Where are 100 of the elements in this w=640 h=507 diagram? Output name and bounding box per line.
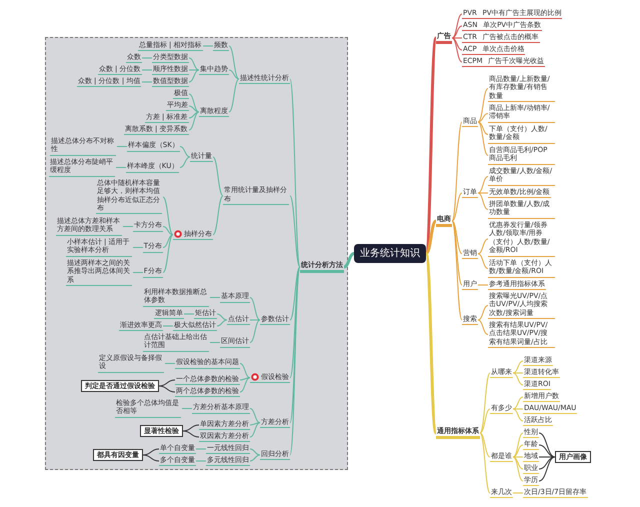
connector-line xyxy=(452,220,462,286)
connector-line xyxy=(478,284,488,286)
panel-background xyxy=(45,37,348,470)
connector-line xyxy=(122,226,134,227)
topic-node xyxy=(172,88,189,100)
topic-node xyxy=(490,488,513,498)
connector-line xyxy=(478,305,488,320)
connector-line xyxy=(480,408,490,434)
connector-line xyxy=(188,70,200,82)
connector-line xyxy=(478,320,488,335)
connector-line xyxy=(512,408,524,410)
connector-line xyxy=(538,456,556,458)
connector-line xyxy=(512,408,524,422)
topic-node xyxy=(488,321,554,348)
topic-node xyxy=(436,32,452,44)
topic-node xyxy=(488,292,554,320)
topic-node xyxy=(462,9,562,20)
topic-node xyxy=(206,444,250,454)
topic-node xyxy=(523,392,560,402)
topic-node xyxy=(152,76,189,88)
topic-node xyxy=(206,456,250,466)
topic-text: 业务统计知识 xyxy=(360,248,420,259)
topic-node xyxy=(174,374,240,386)
topic-node xyxy=(260,314,290,326)
topic-node xyxy=(523,464,539,474)
topic-node xyxy=(488,125,554,144)
topic-node xyxy=(198,432,250,442)
topic-node xyxy=(488,146,554,165)
summary-box xyxy=(92,448,143,462)
connector-line xyxy=(250,422,260,426)
main-branch-line xyxy=(424,253,438,434)
connector-line xyxy=(196,448,206,450)
topic-node xyxy=(158,444,196,454)
connector-line xyxy=(162,196,174,236)
topic-node xyxy=(192,403,250,414)
connector-line xyxy=(210,342,220,343)
connector-line xyxy=(478,253,488,269)
topic-node xyxy=(462,57,546,68)
topic-node xyxy=(436,215,452,228)
connector-line xyxy=(250,422,260,438)
topic-node xyxy=(132,221,163,232)
connector-line xyxy=(188,112,200,118)
topic-node xyxy=(462,315,478,326)
connector-line xyxy=(240,363,250,378)
connector-line xyxy=(216,314,228,320)
connector-line xyxy=(116,167,126,168)
connector-line xyxy=(538,444,556,458)
topic-node xyxy=(250,372,290,383)
connector-line xyxy=(228,70,240,80)
topic-node xyxy=(190,152,213,162)
connector-line xyxy=(250,448,260,456)
topic-node xyxy=(462,188,478,198)
topic-node xyxy=(490,404,513,414)
topic-node xyxy=(488,75,554,102)
connector-line xyxy=(452,14,462,38)
topic-node xyxy=(198,106,229,118)
connector-line xyxy=(158,386,176,392)
connector-line xyxy=(452,38,462,50)
connector-line xyxy=(452,220,462,320)
connector-line xyxy=(512,360,524,374)
topic-node xyxy=(220,337,250,348)
connector-line xyxy=(188,106,200,112)
connector-line xyxy=(478,192,488,194)
connector-line xyxy=(480,432,490,494)
topic-node xyxy=(138,40,203,52)
connector-line xyxy=(478,88,488,122)
connector-line xyxy=(538,456,556,482)
main-branch-line xyxy=(425,220,437,255)
topic-node xyxy=(118,320,163,332)
topic-node xyxy=(124,124,189,136)
summary-box xyxy=(555,451,591,464)
connector-line xyxy=(512,372,524,374)
connector-line xyxy=(452,220,462,254)
connector-line xyxy=(142,448,160,456)
topic-node xyxy=(238,74,290,84)
topic-node xyxy=(523,428,539,438)
connector-line xyxy=(290,266,300,378)
connector-line xyxy=(290,195,300,268)
connector-line xyxy=(180,146,190,158)
topic-node xyxy=(462,117,478,128)
topic-node xyxy=(172,320,217,332)
summary-box xyxy=(140,424,183,438)
connector-line xyxy=(162,234,174,248)
connector-line xyxy=(478,176,488,194)
connector-line xyxy=(142,454,160,462)
topic-node xyxy=(523,452,539,462)
topic-node xyxy=(174,386,240,398)
topic-node xyxy=(198,420,250,430)
connector-line xyxy=(182,408,192,409)
topic-node xyxy=(76,76,142,88)
topic-node xyxy=(523,380,552,390)
topic-node xyxy=(523,440,539,450)
topic-node xyxy=(166,100,189,112)
summary-box xyxy=(80,380,159,392)
connector-line xyxy=(228,78,240,112)
connector-line xyxy=(478,113,488,122)
connector-line xyxy=(188,112,200,130)
connector-line xyxy=(538,432,556,458)
connector-line xyxy=(478,122,488,156)
connector-line xyxy=(240,377,250,392)
